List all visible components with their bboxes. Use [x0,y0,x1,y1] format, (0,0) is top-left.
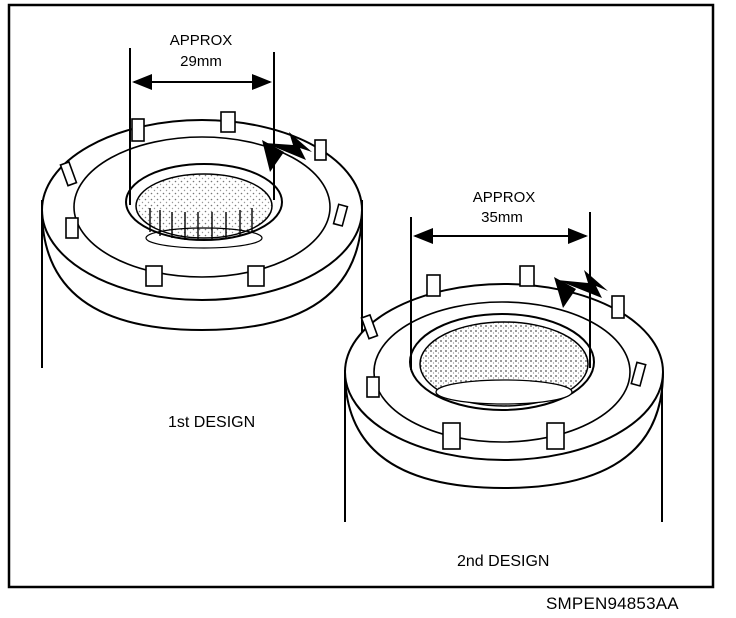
first-design-dimension-value: 29mm [180,53,222,70]
first-design-name: 1st DESIGN [168,414,255,431]
figure-reference-code: SMPEN94853AA [546,594,679,613]
second-design-dimension-value: 35mm [481,209,523,226]
second-design-tabs [360,265,647,450]
first-design-ring-inner [73,136,331,278]
first-design-pointer-arrow [265,132,312,160]
first-design-tabs [59,111,349,287]
second-design-ring-inner [373,301,631,443]
second-design-dimension-label: APPROX [473,189,536,206]
second-design-pointer-arrow [557,270,608,298]
first-design-assembly [41,48,363,368]
first-design-bore-inner [135,173,273,239]
figure-frame [7,3,715,589]
first-design-dimension-label: APPROX [170,32,233,49]
first-design-ring-edge [41,209,363,332]
second-design-name: 2nd DESIGN [457,553,549,570]
second-design-ring-edge [344,371,664,490]
second-design-assembly [344,212,664,522]
